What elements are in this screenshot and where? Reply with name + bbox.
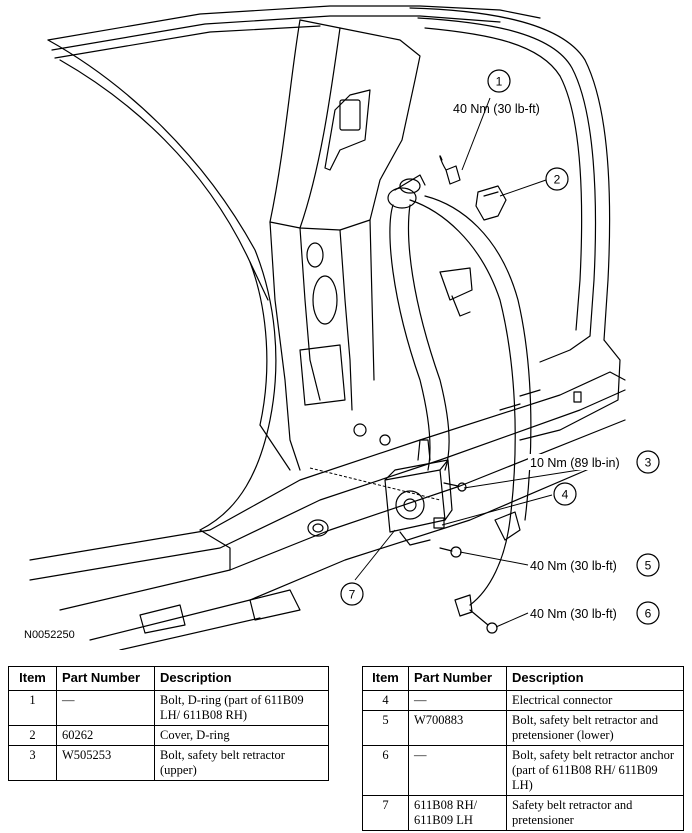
table-row: 1 — Bolt, D-ring (part of 611B09 LH/ 611… [8,690,329,726]
d-ring-cover [475,185,507,221]
anchor-plate [454,511,521,617]
callout-3-torque: 10 Nm (89 lb-in) [530,456,620,470]
table-row: 2 60262 Cover, D-ring [8,725,329,746]
callout-2: 2 [545,167,569,191]
header-item: Item [8,666,57,691]
header-part-number: Part Number [56,666,155,691]
parts-table-right: Item Part Number Description 4 — Electri… [362,666,684,831]
callout-2-number: 2 [554,173,561,187]
header-description: Description [154,666,329,691]
cell-part-number: — [408,745,507,796]
header-part-number: Part Number [408,666,507,691]
electrical-connector [433,517,445,529]
callout-1-number: 1 [496,75,503,89]
cell-part-number: W505253 [56,745,155,781]
bolt-3 [443,482,467,492]
figure-id: N0052250 [24,629,75,641]
cell-description: Safety belt retractor and pretensioner [506,795,684,831]
cell-description: Bolt, safety belt retractor anchor (part… [506,745,684,796]
cell-item: 7 [362,795,409,831]
bolt-1 [439,155,461,185]
cell-item: 1 [8,690,57,726]
cell-description: Cover, D-ring [154,725,329,746]
callout-6-number: 6 [645,607,652,621]
cell-part-number: 611B08 RH/ 611B09 LH [408,795,507,831]
callout-4: 4 [553,482,577,506]
roof-rail [47,5,541,59]
callout-6-torque: 40 Nm (30 lb-ft) [530,607,617,621]
table-row: 5 W700883 Bolt, safety belt retractor an… [362,710,684,746]
front-door-frame [47,39,291,531]
callout-1: 1 40 Nm (30 lb-ft) [453,69,540,116]
callout-5: 5 40 Nm (30 lb-ft) [530,553,660,577]
header-description: Description [506,666,684,691]
callout-1-torque: 40 Nm (30 lb-ft) [453,102,540,116]
cell-item: 2 [8,725,57,746]
callout-7-number: 7 [349,588,356,602]
cell-part-number: 60262 [56,725,155,746]
retractor-assembly [384,439,453,546]
table-row: 3 W505253 Bolt, safety belt retractor (u… [8,745,329,781]
cell-part-number: W700883 [408,710,507,746]
callout-6: 6 40 Nm (30 lb-ft) [530,601,660,625]
door-opening-frame [409,7,621,441]
b-pillar [269,19,421,471]
cell-description: Bolt, safety belt retractor (upper) [154,745,329,781]
table-header-row: Item Part Number Description [8,666,329,691]
cell-description: Bolt, safety belt retractor and pretensi… [506,710,684,746]
cell-part-number: — [408,690,507,711]
callout-5-torque: 40 Nm (30 lb-ft) [530,559,617,573]
table-header-row: Item Part Number Description [362,666,684,691]
cell-item: 3 [8,745,57,781]
callout-3-number: 3 [645,456,652,470]
cell-item: 5 [362,710,409,746]
leader-lines [309,97,631,628]
table-row: 4 — Electrical connector [362,690,684,711]
table-row: 6 — Bolt, safety belt retractor anchor (… [362,745,684,796]
cell-item: 4 [362,690,409,711]
header-item: Item [362,666,409,691]
seat-belt-installation-illustration: 1 40 Nm (30 lb-ft) 2 3 10 Nm (89 lb-in) … [24,5,660,650]
callout-4-number: 4 [562,488,569,502]
cell-part-number: — [56,690,155,726]
callout-5-number: 5 [645,559,652,573]
seat-belt-webbing [389,195,532,606]
bolt-5 [439,546,462,558]
callout-3: 3 10 Nm (89 lb-in) [528,450,660,474]
cell-item: 6 [362,745,409,796]
bolt-6 [469,609,498,634]
callout-7: 7 [340,582,364,606]
table-row: 7 611B08 RH/ 611B09 LH Safety belt retra… [362,795,684,831]
d-ring [387,174,426,209]
cell-description: Bolt, D-ring (part of 611B09 LH/ 611B08 … [154,690,329,726]
cell-description: Electrical connector [506,690,684,711]
parts-table-left: Item Part Number Description 1 — Bolt, D… [8,666,329,781]
